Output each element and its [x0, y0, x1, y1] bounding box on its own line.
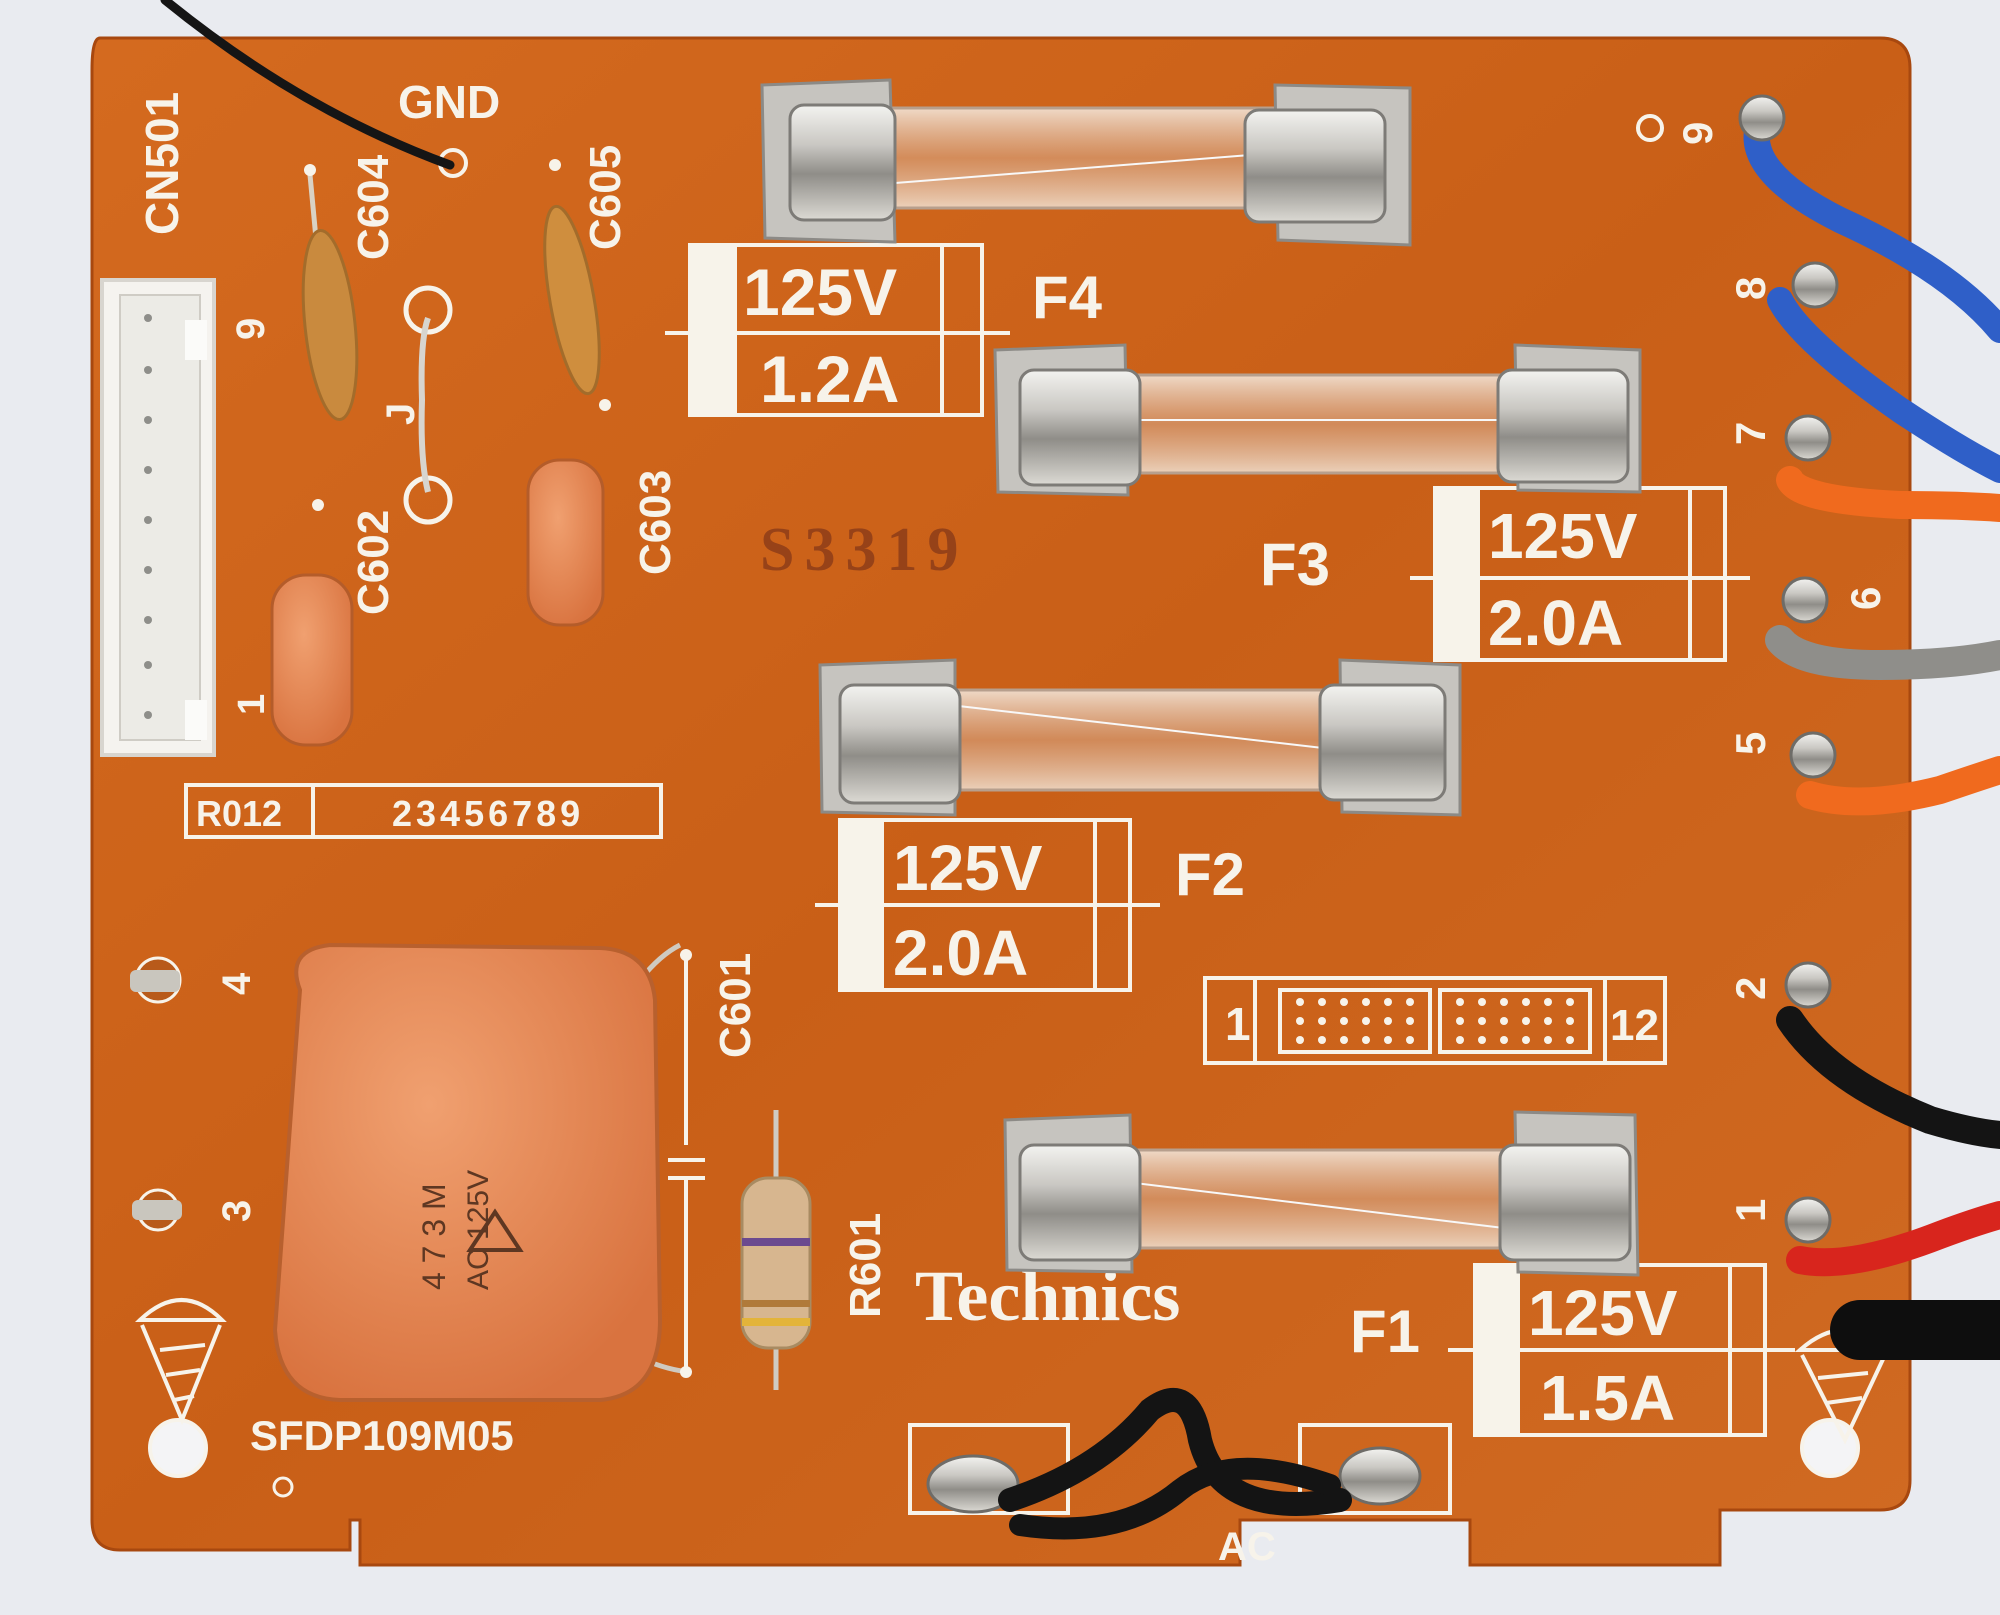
dip-label-1: 1 — [1225, 998, 1251, 1050]
fuse-f4 — [760, 78, 1412, 247]
terminal-6-label: 6 — [1842, 587, 1889, 610]
connector-pins — [144, 314, 152, 719]
fuse-f3 — [993, 343, 1642, 497]
ac-label: AC — [1218, 1525, 1276, 1569]
fuse-f2-label: F2 — [1175, 841, 1245, 908]
terminal-5-label: 5 — [1727, 732, 1774, 755]
fuse-f2 — [818, 658, 1462, 817]
capacitor-marking-1: 4 7 3 M — [416, 1183, 452, 1290]
fuse-f4-label: F4 — [1032, 264, 1103, 331]
dip-dots — [1296, 998, 1574, 1044]
r601-label: R601 — [841, 1213, 890, 1318]
terminal-2-label: 2 — [1727, 977, 1774, 1000]
c602-label: C602 — [349, 510, 398, 615]
pad-3 — [132, 1200, 182, 1220]
r012-values: 23456789 — [392, 793, 584, 834]
black-wire-gnd — [160, 0, 455, 170]
batch-stamp: S3319 — [760, 516, 968, 584]
c604-capacitor — [301, 228, 359, 422]
c601-label: C601 — [711, 953, 760, 1058]
mounting-hole — [148, 1418, 208, 1478]
pad-3-label: 3 — [215, 1200, 259, 1222]
fuse-f2-voltage: 125V — [893, 832, 1043, 904]
fuse-f1 — [1003, 1110, 1640, 1277]
film-capacitor — [272, 942, 691, 1402]
fuse-f3-label: F3 — [1260, 531, 1330, 598]
part-number: SFDP109M05 — [250, 1412, 514, 1459]
screw-symbol-left — [134, 1298, 227, 1426]
wires — [1743, 107, 2000, 1361]
cn501-connector — [100, 278, 216, 757]
c605-label: C605 — [581, 145, 630, 250]
fuse-f1-voltage: 125V — [1528, 1277, 1678, 1349]
terminal-posts — [1636, 94, 1839, 1244]
cn501-label: CN501 — [136, 92, 188, 235]
fuse-f1-current: 1.5A — [1540, 1362, 1675, 1434]
c602-capacitor — [270, 573, 354, 747]
terminal-7-label: 7 — [1727, 422, 1774, 445]
dip-label-12: 12 — [1610, 1001, 1659, 1050]
capacitor-marking-2: AC 125V — [462, 1170, 495, 1290]
r012-label: R012 — [196, 793, 282, 834]
ac-input — [908, 1388, 1452, 1540]
jumper-wire — [418, 316, 431, 493]
fuse-f4-voltage: 125V — [743, 255, 897, 329]
terminal-9-label: 9 — [1674, 122, 1721, 145]
c603-capacitor — [526, 458, 605, 627]
fuse-f3-current: 2.0A — [1488, 587, 1623, 659]
connector-pin-1-label: 1 — [231, 694, 273, 715]
c604-label: C604 — [349, 154, 398, 260]
c605-capacitor — [543, 204, 601, 396]
jumper-label: J — [379, 403, 423, 425]
fuse-f4-current: 1.2A — [760, 342, 899, 416]
fuse-f3-voltage: 125V — [1488, 500, 1638, 572]
pad-4-label: 4 — [215, 972, 259, 995]
pad-4 — [130, 970, 180, 992]
terminal-8-label: 8 — [1727, 277, 1774, 300]
dip-footprint — [1203, 976, 1667, 1065]
fuse-f1-label: F1 — [1350, 1298, 1420, 1365]
c603-label: C603 — [631, 470, 680, 575]
fuse-f2-current: 2.0A — [893, 917, 1028, 989]
r012-silkscreen-box — [184, 783, 663, 839]
terminal-1-label: 1 — [1727, 1199, 1774, 1222]
connector-pin-9-label: 9 — [229, 318, 273, 340]
gnd-label: GND — [398, 76, 500, 128]
